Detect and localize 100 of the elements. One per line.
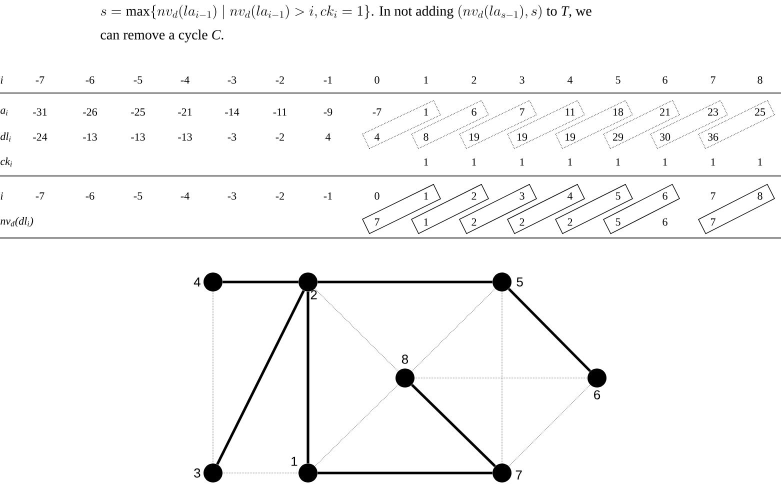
table-cell: -5: [134, 76, 142, 84]
row-header: i: [0, 192, 3, 200]
table-cell: -6: [86, 192, 94, 200]
table-cell: 1: [424, 76, 428, 84]
table-cell: 4: [325, 133, 331, 141]
row-header: nv$_{d}$(dl$_{i}$): [0, 217, 34, 227]
table-cell: 1: [472, 158, 476, 166]
dotted-edge: [412, 288, 496, 372]
row-header: ck$_{i}$: [0, 157, 12, 167]
table-cell: -25: [131, 108, 145, 116]
table-cell: 2: [472, 192, 476, 200]
table-cell: 1: [616, 158, 620, 166]
graph-edge: [222, 280, 298, 284]
table-cell: 1: [758, 158, 762, 166]
table-cell: 4: [567, 76, 573, 84]
table-cell: 36: [708, 133, 718, 141]
table-cell: -2: [276, 76, 284, 84]
row-header: dl$_{i}$: [0, 132, 11, 142]
table-cell: -7: [372, 108, 382, 116]
label: $s = \max\{ nv_d(la_{i-1}) \mid nv_d(la_{i-1}) > i, ck_i = 1 \}$: [100, 4, 370, 20]
table-cell: -4: [180, 192, 190, 200]
table-cell: 4: [374, 133, 380, 141]
label: to T, we: [546, 6, 592, 18]
table-cell: 7: [374, 218, 380, 226]
graph-vertex: [298, 464, 318, 482]
table-cell: -6: [86, 76, 94, 84]
graph-vertex: [396, 368, 414, 388]
table-cell: 1: [711, 158, 716, 166]
table-cell: 6: [472, 108, 476, 116]
table-cell: 25: [755, 108, 766, 116]
table-cell: 1: [568, 158, 572, 166]
graph-vertex: [588, 368, 606, 388]
table-cell: 6: [662, 76, 668, 84]
graph-vertex: [492, 272, 512, 292]
table-cell: 3: [520, 76, 524, 84]
text-line: can remove a cycle C.: [100, 30, 224, 42]
vertex-number: 3: [194, 468, 200, 478]
graph-edge: [411, 384, 496, 468]
graph-vertex: [204, 272, 222, 292]
table-cell: 2: [472, 76, 476, 84]
table-cell: 7: [710, 192, 716, 200]
table-cell: 2: [472, 218, 476, 226]
graph-edge: [318, 472, 492, 474]
table-cell: -14: [225, 108, 240, 116]
table-cell: 1: [520, 158, 524, 166]
table-cell: 5: [616, 76, 620, 84]
graph-edge: [318, 280, 492, 284]
table-cell: 6: [662, 192, 668, 200]
table-cell: 7: [710, 218, 716, 226]
table-cell: 7: [710, 76, 716, 84]
table-cell: 0: [374, 76, 380, 84]
table-cell: -3: [228, 192, 236, 200]
vertex-number: 5: [516, 277, 523, 287]
table-cell: -24: [33, 133, 48, 141]
table-cell: -7: [36, 192, 44, 200]
table-cell: 23: [708, 108, 718, 116]
table-cell: 30: [660, 133, 670, 141]
table-cell: -3: [228, 76, 236, 84]
label: $\left(nv_d(la_{s-1}), s\right)$: [458, 4, 542, 20]
vertex-number: 2: [310, 290, 317, 300]
table-cell: 3: [520, 192, 524, 200]
dotted-edge: [508, 384, 590, 466]
graph-vertex: [298, 272, 318, 292]
table-cell: 1: [663, 158, 668, 166]
table-cell: 1: [424, 158, 428, 166]
table-cell: -13: [83, 133, 97, 141]
row-header: i: [0, 76, 3, 84]
vertex-number: 4: [194, 278, 200, 286]
vertex-number: 8: [402, 354, 408, 364]
table-cell: 8: [758, 76, 762, 84]
table-cell: 21: [660, 108, 670, 116]
table-cell: 6: [662, 218, 668, 226]
table-cell: -7: [36, 76, 44, 84]
table-cell: 18: [613, 108, 624, 116]
table-cell: -13: [131, 133, 145, 141]
table-cell: 29: [613, 133, 624, 141]
table-cell: 7: [520, 108, 524, 116]
table-cell: 5: [616, 218, 620, 226]
table-cell: 19: [565, 133, 576, 141]
dotted-edge: [212, 291, 214, 464]
table-cell: -11: [273, 108, 286, 116]
dotted-edge: [314, 288, 398, 372]
table-cell: -2: [276, 133, 284, 141]
table-cell: 1: [424, 108, 428, 116]
graph-edge: [508, 288, 592, 372]
label: . In not adding: [372, 6, 454, 19]
table-cell: -5: [134, 192, 142, 200]
table-cell: 11: [566, 108, 575, 116]
table-cell: -21: [178, 108, 192, 116]
vertex-number: 6: [594, 390, 600, 400]
text-line: $s = \max\{ nv_d(la_{i-1}) \mid nv_d(la_{i-1}) > i, ck_i = 1 \}$. In not adding $\left(nv_d(la_{s-1}), s\right)$ to T, we: [100, 4, 592, 20]
table-cell: 19: [469, 133, 480, 141]
graph-vertex: [492, 464, 512, 482]
table-cell: 5: [616, 192, 620, 200]
table-cell: 8: [424, 133, 428, 141]
graph-vertex: [204, 464, 222, 482]
table-cell: -31: [33, 108, 47, 116]
table-cell: 2: [568, 218, 572, 226]
graph-edge: [216, 290, 305, 465]
table-cell: -4: [180, 76, 190, 84]
